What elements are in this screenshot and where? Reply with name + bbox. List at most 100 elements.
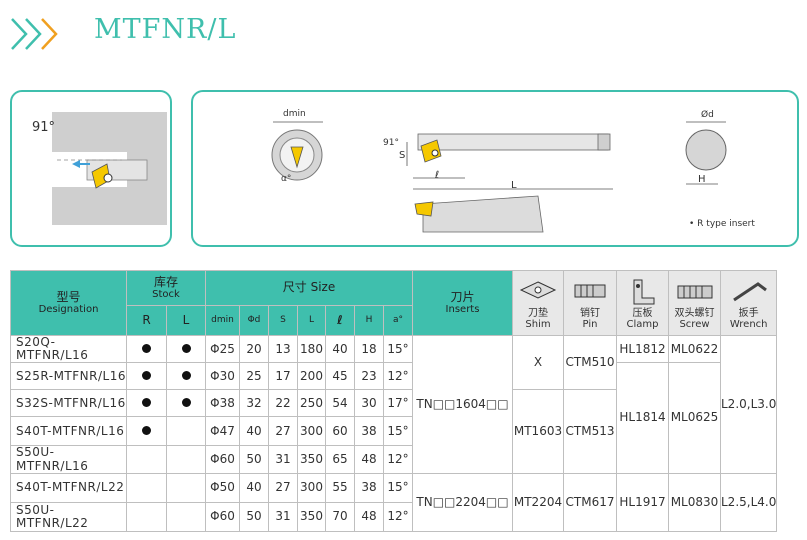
dmin-cell: Φ25: [205, 334, 240, 364]
in-stock-dot: [142, 397, 151, 407]
insert-note: • R type insert: [689, 219, 755, 229]
wrench-cell: L2.5,L4.0: [719, 472, 778, 532]
clamp-icon: [633, 279, 654, 305]
boring-diagram: [52, 112, 167, 225]
phid-cell: 25: [239, 362, 269, 391]
pin-icon: [574, 284, 606, 298]
stock-r-cell: [126, 472, 167, 503]
shim-cell: MT1603: [512, 389, 564, 474]
ell-cell: 60: [325, 416, 355, 447]
dmin-cell: Φ60: [205, 501, 240, 532]
l-cell: 250: [297, 389, 326, 418]
chevrons-icon: [11, 18, 58, 50]
stock-l-cell: [166, 362, 206, 391]
stock-l-cell: [166, 389, 206, 418]
h-cell: 48: [354, 501, 384, 532]
stock-l-cell: [166, 416, 206, 447]
l-header: L: [297, 305, 326, 336]
a-cell: 15°: [383, 416, 413, 447]
dmin-cell: Φ38: [205, 389, 240, 418]
stock-r-cell: [126, 501, 167, 532]
designation-cell: S40T-MTFNR/L22: [10, 472, 127, 503]
h-cell: 38: [354, 472, 384, 503]
clamp-cell: HL1812: [616, 334, 669, 364]
stock-r-cell: [126, 445, 167, 474]
ell-cell: 54: [325, 389, 355, 418]
l-cell: 300: [297, 416, 326, 447]
dmin-label: dmin: [283, 109, 306, 119]
wrench-cell: L2.0,L3.0: [719, 335, 778, 474]
boring-diagram-box: 91°: [10, 90, 172, 247]
stock-l-cell: [166, 501, 206, 532]
ell-cell: 65: [325, 445, 355, 474]
h-cell: 30: [354, 389, 384, 418]
stock-r-header: R: [126, 305, 167, 336]
page-title: MTFNR/L: [94, 14, 237, 45]
dmin-cell: Φ30: [205, 362, 240, 391]
alpha-label: α°: [281, 174, 292, 184]
a-cell: 17°: [383, 389, 413, 418]
ell-cell: 40: [325, 334, 355, 364]
dmin-cell: Φ50: [205, 472, 240, 503]
angle-label: 91°: [383, 138, 399, 148]
l-cell: 350: [297, 445, 326, 474]
inserts-cell: TN□□2204□□: [412, 472, 513, 532]
stock-l-cell: [166, 445, 206, 474]
designation-cell: S25R-MTFNR/L16: [10, 362, 127, 391]
stock-l-cell: [166, 472, 206, 503]
stock-l-header: L: [166, 305, 206, 336]
tool-drawing: [271, 121, 727, 233]
screw-cell: ML0622: [668, 334, 721, 364]
shim-cell: MT2204: [512, 472, 564, 532]
l-cell: 350: [297, 501, 326, 532]
stock-r-cell: [126, 416, 167, 447]
l-cell: 200: [297, 362, 326, 391]
h-cell: 18: [354, 334, 384, 364]
designation-cell: S50U-MTFNR/L16: [10, 445, 127, 474]
stock-r-cell: [126, 334, 167, 364]
ell-cell: 45: [325, 362, 355, 391]
h-cell: 38: [354, 416, 384, 447]
screw-cell: ML0830: [668, 472, 721, 532]
stock-r-cell: [126, 389, 167, 418]
wrench-icon: [732, 282, 767, 302]
designation-cell: S40T-MTFNR/L16: [10, 416, 127, 447]
ell-cell: 55: [325, 472, 355, 503]
screw-icon: [677, 285, 712, 299]
ell-dimension-label: ℓ: [435, 170, 440, 181]
a-cell: 12°: [383, 362, 413, 391]
s-cell: 27: [268, 416, 298, 447]
in-stock-dot: [142, 343, 151, 353]
s-cell: 22: [268, 389, 298, 418]
dmin-cell: Φ47: [205, 416, 240, 447]
s-cell: 17: [268, 362, 298, 391]
clamp-cell: HL1917: [616, 472, 669, 532]
pin-cell: CTM617: [563, 472, 617, 532]
phid-cell: 40: [239, 416, 269, 447]
a-cell: 12°: [383, 501, 413, 532]
in-stock-dot: [181, 370, 191, 380]
phid-cell: 50: [239, 445, 269, 474]
in-stock-dot: [181, 397, 191, 407]
approach-angle-label: 91°: [32, 120, 56, 135]
stock-l-cell: [166, 334, 206, 364]
s-cell: 31: [268, 501, 298, 532]
phid-cell: 20: [239, 334, 269, 364]
phid-cell: 50: [239, 501, 269, 532]
designation-cell: S32S-MTFNR/L16: [10, 389, 127, 418]
h-cell: 23: [354, 362, 384, 391]
designation-cell: S50U-MTFNR/L22: [10, 501, 127, 532]
